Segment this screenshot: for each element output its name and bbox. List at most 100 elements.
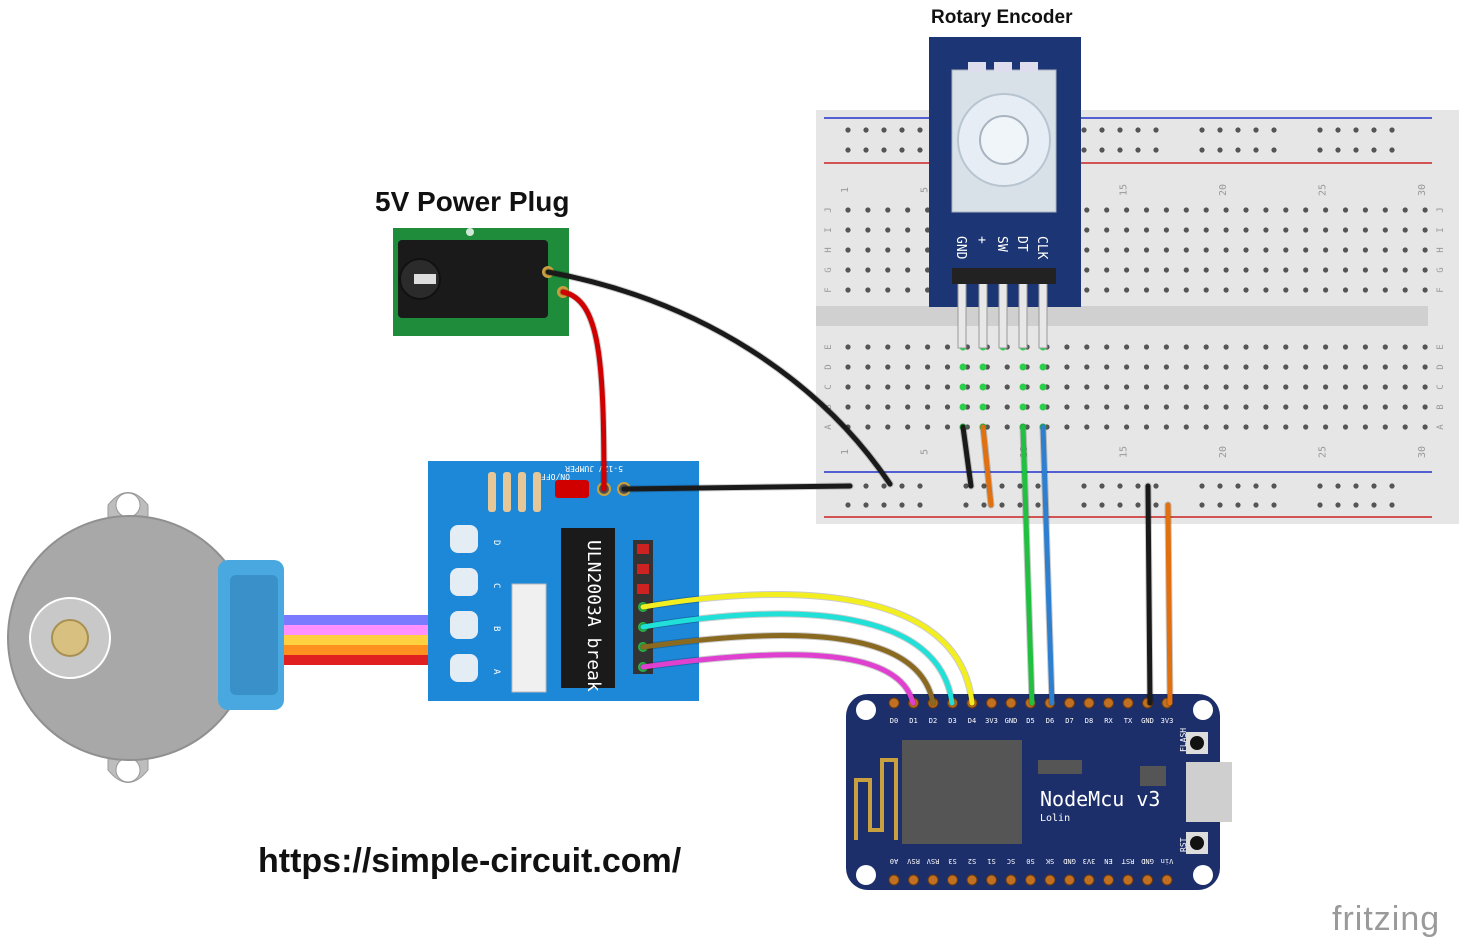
- breadboard-hole: [1223, 227, 1229, 233]
- breadboard-hole: [1243, 384, 1249, 390]
- wire-in2-cyan: [640, 611, 955, 706]
- breadboard-hole: [1283, 207, 1289, 213]
- on-off-jumper[interactable]: [555, 480, 589, 498]
- breadboard-hole: [1124, 344, 1130, 350]
- breadboard-hole: [885, 344, 891, 350]
- column-number-top: 30: [1417, 184, 1428, 196]
- mcu-bottom-pin: [888, 874, 900, 886]
- rail-hole: [1017, 483, 1023, 489]
- mcu-bottom-pin: [1025, 874, 1036, 886]
- row-letter: G: [824, 267, 834, 272]
- breadboard-hole: [1084, 404, 1090, 410]
- mcu-bottom-pin: [1083, 874, 1095, 886]
- breadboard-hole: [1303, 364, 1309, 370]
- rail-hole: [1153, 502, 1159, 508]
- uln2003-chip: [561, 528, 615, 688]
- mcu-bottom-pin-label: RSV: [926, 857, 939, 865]
- row-letter: E: [824, 344, 834, 349]
- breadboard-hole: [845, 267, 851, 273]
- breadboard-hole: [1163, 404, 1169, 410]
- breadboard-hole: [1223, 207, 1229, 213]
- breadboard-hole: [925, 227, 931, 233]
- rail-hole: [917, 483, 923, 489]
- rail-hole: [1199, 127, 1205, 133]
- led-letter: A: [491, 669, 501, 675]
- breadboard-hole: [1203, 267, 1209, 273]
- encoder-pin-label: +: [974, 236, 989, 244]
- chip-label: ULN2003A break: [583, 540, 604, 692]
- row-letter: H: [1436, 247, 1446, 252]
- rail-hole: [1317, 147, 1323, 153]
- breadboard-hole: [1283, 384, 1289, 390]
- breadboard-hole: [1143, 267, 1150, 273]
- breadboard-hole: [1263, 404, 1269, 410]
- breadboard-hole: [1243, 404, 1249, 410]
- input-pin-2: [637, 564, 649, 574]
- mcu-top-pin: [1083, 697, 1095, 709]
- breadboard-hole: [1342, 424, 1349, 430]
- rail-hole: [1081, 127, 1087, 133]
- breadboard-hole: [1183, 247, 1189, 253]
- mcu-bottom-pin: [1142, 874, 1153, 886]
- mcu-bottom-pin-label: Vin: [1161, 857, 1174, 865]
- breadboard-hole: [885, 364, 891, 370]
- mcu-top-pin-label: 3V3: [985, 717, 998, 725]
- rail-hole: [899, 483, 905, 489]
- rail-hole: [845, 127, 851, 133]
- breadboard-hole: [905, 404, 911, 410]
- breadboard-hole: [1004, 424, 1010, 430]
- motor-mount-hole-bottom: [115, 757, 141, 783]
- breadboard-hole: [1084, 287, 1090, 293]
- breadboard-hole: [845, 247, 851, 253]
- rail-hole: [1217, 502, 1223, 508]
- antenna-trace: [854, 758, 898, 840]
- usb-port[interactable]: [1186, 762, 1232, 822]
- rail-hole: [981, 483, 987, 489]
- breadboard-hole: [1402, 227, 1408, 233]
- breadboard-hole: [1382, 287, 1388, 293]
- row-letter: F: [824, 287, 834, 292]
- rail-hole: [1235, 483, 1241, 489]
- breadboard-hole: [885, 247, 891, 253]
- encoder-knob[interactable]: [979, 115, 1029, 165]
- column-number-bottom: 15: [1119, 446, 1130, 458]
- source-url[interactable]: https://simple-circuit.com/: [258, 842, 682, 880]
- breadboard-hole: [1362, 247, 1368, 253]
- mcu-bottom-pin-label: EN: [1104, 857, 1112, 865]
- breadboard-hole: [865, 267, 871, 273]
- breadboard-hole: [1303, 384, 1309, 390]
- breadboard-hole: [1084, 364, 1090, 370]
- mcu-bottom-pin: [966, 874, 978, 886]
- breadboard-hole: [1143, 227, 1150, 233]
- rail-hole: [1235, 127, 1241, 133]
- breadboard-hole: [1104, 404, 1110, 410]
- column-number-top: 15: [1119, 184, 1130, 196]
- breadboard-hole: [905, 267, 911, 273]
- breadboard-hole: [865, 384, 871, 390]
- encoder-pin-leg: [1018, 279, 1028, 349]
- breadboard-hole: [1124, 207, 1130, 213]
- row-letter: C: [1436, 384, 1446, 389]
- breadboard-hole: [1402, 267, 1408, 273]
- barrel-jack: [398, 240, 548, 318]
- breadboard-hole: [865, 344, 871, 350]
- rail-hole: [1389, 147, 1395, 153]
- wire-in3-brown: [640, 633, 936, 706]
- row-letter: J: [1436, 207, 1446, 212]
- rst-button[interactable]: [1190, 836, 1204, 850]
- jumper-label: 5-12V JUMPER: [565, 464, 623, 473]
- breadboard-hole: [1422, 364, 1428, 370]
- rail-hole: [1153, 127, 1159, 133]
- row-letter: D: [824, 364, 834, 369]
- flash-button[interactable]: [1190, 736, 1204, 750]
- breadboard-hole: [1323, 344, 1329, 350]
- breadboard-hole: [865, 364, 871, 370]
- breadboard-hole: [1243, 424, 1249, 430]
- breadboard-center-channel: [816, 306, 1428, 326]
- breadboard-hole: [1203, 364, 1209, 370]
- mount-hole-tl: [856, 700, 876, 720]
- breadboard-hole: [1263, 424, 1269, 430]
- breadboard-hole: [925, 404, 931, 410]
